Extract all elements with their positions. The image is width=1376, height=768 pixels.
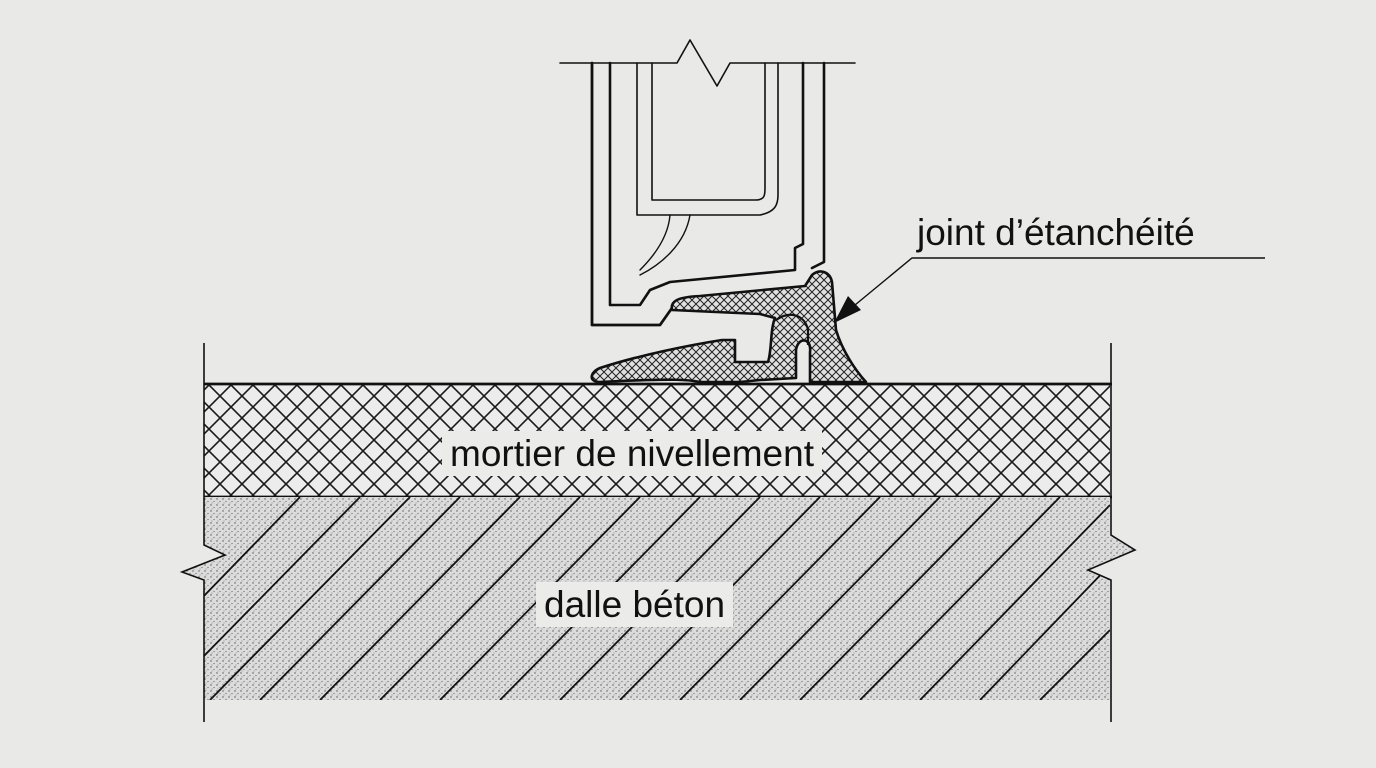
sealing-gasket <box>590 270 868 384</box>
leveling-mortar-label: mortier de nivellement <box>442 431 822 476</box>
seal-leader-arrow <box>834 257 1265 323</box>
seal-label: joint d’étanchéité <box>917 212 1195 253</box>
concrete-slab-label: dalle béton <box>536 582 734 627</box>
